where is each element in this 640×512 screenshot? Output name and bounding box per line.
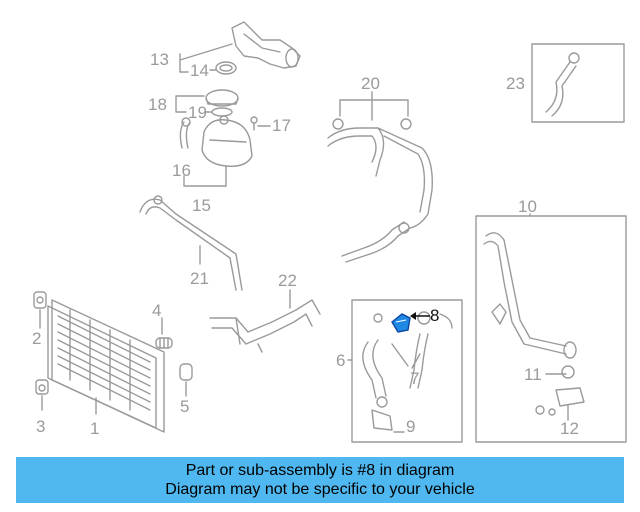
banner-line-2: Diagram may not be specific to your vehi… bbox=[165, 481, 475, 498]
callout-18: 18 bbox=[148, 95, 167, 114]
radiator-part bbox=[47, 299, 165, 433]
callout-14: 14 bbox=[190, 61, 209, 80]
hose-23-part bbox=[531, 43, 625, 123]
leader-13 bbox=[179, 43, 233, 73]
callout-5: 5 bbox=[180, 397, 190, 416]
thermostat-housing-part bbox=[215, 21, 301, 75]
leader-18 bbox=[175, 95, 205, 113]
bracket-3-part bbox=[35, 379, 49, 395]
callout-12: 12 bbox=[560, 419, 579, 438]
callout-1: 1 bbox=[90, 419, 100, 438]
callout-15: 15 bbox=[192, 196, 211, 215]
upper-hose-20-part bbox=[327, 118, 433, 263]
callout-16: 16 bbox=[172, 161, 191, 180]
callout-19: 19 bbox=[188, 103, 207, 122]
bolt-17-part bbox=[250, 116, 258, 131]
mount-5-part bbox=[179, 363, 193, 381]
hose-group-10-part bbox=[475, 215, 627, 443]
mount-4-part bbox=[155, 337, 173, 349]
callout-13: 13 bbox=[150, 50, 169, 69]
callout-7: 7 bbox=[410, 369, 420, 388]
callout-22: 22 bbox=[278, 271, 297, 290]
callout-3: 3 bbox=[36, 417, 46, 436]
hose-group-6-part bbox=[351, 299, 463, 443]
callout-21: 21 bbox=[190, 269, 209, 288]
callout-9: 9 bbox=[406, 417, 416, 436]
callout-2: 2 bbox=[32, 329, 42, 348]
callout-20: 20 bbox=[361, 74, 380, 93]
parts-diagram bbox=[33, 21, 627, 443]
callout-4: 4 bbox=[152, 301, 162, 320]
leader-15 bbox=[183, 175, 227, 187]
callout-11: 11 bbox=[524, 365, 542, 384]
leader-7 bbox=[391, 343, 421, 369]
callout-17: 17 bbox=[272, 116, 291, 135]
info-banner: Part or sub-assembly is #8 in diagram Di… bbox=[16, 457, 624, 503]
expansion-tank-part bbox=[201, 115, 253, 187]
hose-21-part bbox=[139, 195, 243, 291]
leader-20 bbox=[339, 91, 409, 121]
pipe-22-part bbox=[209, 299, 321, 353]
highlighted-part-8[interactable] bbox=[391, 313, 411, 333]
callout-8[interactable]: 8 bbox=[430, 306, 440, 325]
leader-8-arrow bbox=[410, 312, 416, 320]
callout-23: 23 bbox=[506, 74, 525, 93]
callout-6: 6 bbox=[336, 351, 346, 370]
bracket-2-part bbox=[33, 291, 47, 309]
small-hose-16-part bbox=[179, 117, 191, 149]
callout-10: 10 bbox=[518, 197, 537, 216]
banner-line-1: Part or sub-assembly is #8 in diagram bbox=[185, 462, 455, 479]
leader-14 bbox=[179, 69, 217, 73]
